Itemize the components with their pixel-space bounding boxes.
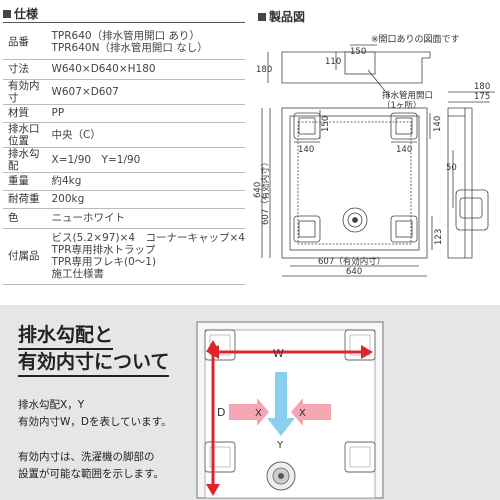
corner-foot bbox=[293, 215, 321, 243]
spec-row: 材質 PP bbox=[3, 104, 245, 123]
spec-row: 耐荷重 200kg bbox=[3, 190, 245, 209]
spec-value: PP bbox=[46, 104, 245, 123]
side-profile bbox=[281, 51, 431, 84]
dim-640-bottom: 640 bbox=[346, 267, 362, 277]
dim-150-left: 150 bbox=[321, 116, 331, 132]
explanation-panel: 排水勾配と 有効内寸について 排水勾配X，Y 有効内寸W，Dを表しています。 有… bbox=[0, 305, 500, 500]
spec-value: 200kg bbox=[46, 190, 245, 209]
dim-180-height: 180 bbox=[256, 65, 272, 75]
spec-label: 付属品 bbox=[3, 228, 47, 285]
spec-value-line: TPR専用フレキ(0〜1) bbox=[51, 256, 157, 268]
spec-label: 品番 bbox=[3, 25, 47, 60]
dim-180-right: 180 bbox=[474, 82, 490, 92]
corner-foot bbox=[204, 329, 236, 361]
spec-value-line: ニューホワイト bbox=[51, 212, 125, 224]
corner-foot bbox=[204, 441, 236, 473]
corner-foot bbox=[344, 441, 376, 473]
spec-label: 耐荷重 bbox=[3, 190, 47, 209]
spec-value-line: TPR640N（排水管用開口 なし） bbox=[51, 41, 208, 54]
spec-value-line: 施工仕様書 bbox=[51, 268, 104, 280]
square-bullet-icon bbox=[3, 10, 11, 18]
dim-175: 175 bbox=[474, 92, 490, 102]
spec-label: 重量 bbox=[3, 172, 47, 191]
spec-value: X=1/90 Y=1/90 bbox=[46, 147, 245, 173]
spec-label: 排水口位置 bbox=[3, 122, 47, 148]
drawing-section-title: 製品図 bbox=[258, 8, 305, 25]
spec-row: 色ニューホワイト bbox=[3, 208, 245, 229]
spec-value-line: 中央（C） bbox=[51, 128, 101, 141]
drain-outlet bbox=[342, 207, 368, 233]
dim-50: 50 bbox=[446, 163, 457, 173]
spec-row: 排水勾配 X=1/90 Y=1/90 bbox=[3, 147, 245, 173]
right-side-profile bbox=[447, 107, 473, 259]
drawing-note: ※開口ありの図面です bbox=[371, 35, 460, 45]
opening-label: 排水管用開口 bbox=[382, 90, 433, 101]
spec-row: 寸法 W640×D640×H180 bbox=[3, 59, 245, 80]
spec-value: TPR640（排水管用開口 あり）TPR640N（排水管用開口 なし） bbox=[46, 25, 245, 60]
slope-x-arrow-right bbox=[291, 398, 331, 426]
product-drawing: 180 110 150 180 175 排水管用開口 （1ヶ所） 140 140… bbox=[253, 44, 495, 277]
spec-value-line: ビス(5.2×97)×4 コーナーキャップ×4 bbox=[51, 232, 245, 244]
spec-label: 有効内寸 bbox=[3, 79, 47, 105]
opening-profile bbox=[344, 51, 376, 75]
opening-count: （1ヶ所） bbox=[382, 100, 421, 111]
dim-123: 123 bbox=[434, 229, 444, 245]
spec-label: 材質 bbox=[3, 104, 47, 123]
spec-label: 色 bbox=[3, 208, 47, 229]
square-bullet-icon bbox=[258, 13, 266, 21]
label-x-right: X bbox=[299, 408, 306, 419]
spec-value: W640×D640×H180 bbox=[46, 59, 245, 80]
dim-140-left: 140 bbox=[298, 145, 314, 155]
corner-foot bbox=[390, 215, 418, 243]
dim-607-left: 607（有効内寸） bbox=[260, 158, 271, 225]
corner-foot bbox=[390, 112, 418, 140]
dim-150-top: 150 bbox=[350, 47, 366, 57]
spec-label: 排水勾配 bbox=[3, 147, 47, 173]
spec-value: 中央（C） bbox=[46, 122, 245, 148]
slope-x-arrow-left bbox=[229, 398, 269, 426]
spec-label: 寸法 bbox=[3, 59, 47, 80]
explanation-text-2: 有効内寸W，Dを表しています。 bbox=[18, 416, 172, 428]
dim-140-vertical: 140 bbox=[433, 116, 443, 132]
dim-640-left: 640 bbox=[253, 182, 263, 198]
label-y: Y bbox=[276, 440, 284, 451]
spec-value-line: TPR専用排水トラップ bbox=[51, 244, 156, 256]
spec-value: ニューホワイト bbox=[46, 208, 245, 229]
spec-row: 排水口位置中央（C） bbox=[3, 122, 245, 148]
dim-607-bottom: 607（有効内寸） bbox=[318, 256, 385, 267]
spec-section-title: 仕様 bbox=[3, 5, 38, 22]
explanation-title: 排水勾配と 有効内寸について bbox=[18, 323, 170, 377]
explanation-diagram: W D X X Y bbox=[196, 321, 384, 499]
spec-value-line: W640×D640×H180 bbox=[51, 63, 156, 75]
explanation-text-3: 有効内寸は、洗濯機の脚部の bbox=[18, 451, 155, 463]
spec-row: 重量約4kg bbox=[3, 172, 245, 191]
spec-value: 約4kg bbox=[46, 172, 245, 191]
tray-outline bbox=[281, 107, 428, 259]
spec-top-rule bbox=[3, 22, 245, 23]
spec-value-line: TPR640（排水管用開口 あり） bbox=[51, 29, 200, 42]
explanation-text-1: 排水勾配X，Y bbox=[18, 399, 85, 411]
spec-value-line: X=1/90 Y=1/90 bbox=[51, 153, 141, 166]
slope-y-arrow bbox=[267, 372, 295, 436]
label-d: D bbox=[217, 406, 225, 419]
dim-140-right: 140 bbox=[396, 145, 412, 155]
dim-110: 110 bbox=[325, 57, 341, 67]
drain-trap-side bbox=[455, 189, 489, 231]
spec-value: W607×D607 bbox=[46, 79, 245, 105]
spec-value-line: 200kg bbox=[51, 193, 85, 205]
spec-row: 有効内寸 W607×D607 bbox=[3, 79, 245, 105]
spec-value-line: PP bbox=[51, 107, 65, 119]
label-x-left: X bbox=[255, 408, 262, 419]
depth-arrow bbox=[206, 340, 220, 496]
spec-value-line: 約4kg bbox=[51, 175, 82, 187]
explanation-text-4: 設置が可能な範囲を示します。 bbox=[18, 468, 164, 480]
spec-value-line: W607×D607 bbox=[51, 85, 119, 98]
label-w: W bbox=[273, 347, 284, 360]
corner-foot bbox=[344, 329, 376, 361]
